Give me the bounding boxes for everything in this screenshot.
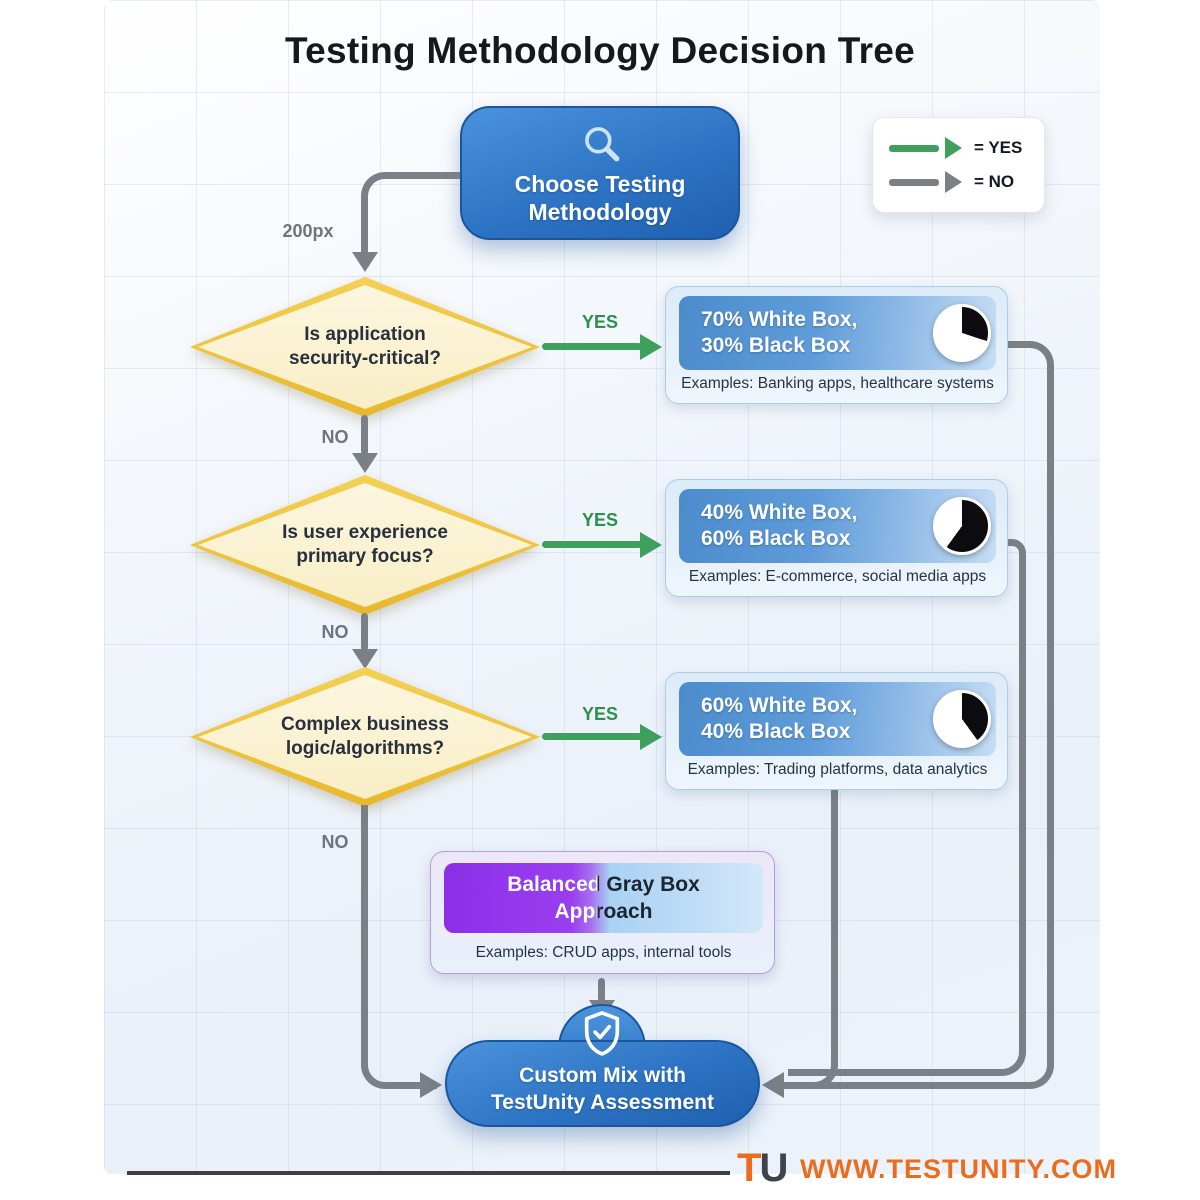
decision-1-question: Is application security-critical? bbox=[288, 324, 442, 369]
website-url: WWW.TESTUNITY.COM bbox=[800, 1154, 1117, 1184]
yes-edge-1 bbox=[542, 343, 642, 350]
outcome-2-examples: Examples: E-commerce, social media apps bbox=[688, 568, 987, 585]
magnifier-icon bbox=[585, 127, 620, 162]
decision-1-diamond: Is application security-critical? bbox=[190, 277, 540, 417]
footer-divider bbox=[127, 1171, 730, 1175]
start-node-label: Choose Testing Methodology bbox=[514, 171, 686, 225]
legend-no-label: = NO bbox=[974, 172, 1015, 191]
yes-arrowhead-icon bbox=[945, 137, 962, 159]
balanced-examples: Examples: CRUD apps, internal tools bbox=[475, 944, 732, 961]
start-node: Choose Testing Methodology bbox=[460, 106, 740, 240]
outcome-card-1: 70% White Box, 30% Black Box Examples: B… bbox=[665, 286, 1008, 404]
decision-3-diamond: Complex business logic/algorithms? bbox=[190, 667, 540, 807]
legend: = YES = NO bbox=[872, 117, 1045, 213]
brand-logo: TU bbox=[737, 1146, 788, 1190]
no-arrowhead-1 bbox=[352, 453, 378, 473]
no-arrowhead-icon bbox=[945, 171, 962, 193]
no-edge-1 bbox=[361, 415, 368, 455]
outcome-3-examples: Examples: Trading platforms, data analyt… bbox=[687, 761, 988, 778]
yes-arrowhead-1 bbox=[640, 334, 662, 360]
decision-2-question: Is user experience primary focus? bbox=[282, 522, 448, 567]
balanced-node: Balanced Gray Box Approach Examples: CRU… bbox=[430, 851, 775, 974]
outcome-1-title: 70% White Box, 30% Black Box bbox=[679, 296, 996, 370]
legend-yes-label: = YES bbox=[974, 138, 1023, 157]
connector-balanced-to-final bbox=[598, 978, 605, 1002]
decision-3-question: Complex business logic/algorithms? bbox=[281, 714, 449, 759]
yes-arrowhead-3 bbox=[640, 724, 662, 750]
pie-chart-70-30 bbox=[933, 304, 991, 362]
pie-chart-40-60 bbox=[933, 497, 991, 555]
no-label-3: NO bbox=[321, 832, 349, 852]
connector-outcome1-to-final bbox=[776, 431, 1054, 1089]
connector-outcome1-corner bbox=[1006, 341, 1054, 431]
page-title: Testing Methodology Decision Tree bbox=[284, 30, 916, 71]
pie-chart-60-40 bbox=[933, 690, 991, 748]
connector-outcome2-corner bbox=[1005, 539, 1026, 629]
connector-no3-to-final bbox=[361, 805, 437, 1089]
no-label-2: NO bbox=[321, 622, 349, 642]
yes-label-3: YES bbox=[581, 704, 619, 724]
connector-start-to-d1 bbox=[361, 172, 460, 254]
connector-outcome2-to-final bbox=[788, 629, 1026, 1076]
arrowhead-into-final-left bbox=[420, 1072, 442, 1098]
final-node-label: Custom Mix with TestUnity Assessment bbox=[491, 1064, 714, 1114]
yes-edge-2 bbox=[542, 541, 642, 548]
outcome-card-3: 60% White Box, 40% Black Box Examples: T… bbox=[665, 672, 1008, 790]
no-arrowhead-2 bbox=[352, 649, 378, 669]
yes-label-2: YES bbox=[581, 510, 619, 530]
balanced-title: Balanced Gray Box Approach bbox=[444, 863, 763, 933]
arrowhead-into-final-right bbox=[762, 1072, 784, 1098]
outcome-1-examples: Examples: Banking apps, healthcare syste… bbox=[681, 375, 994, 392]
no-label-1: NO bbox=[321, 427, 349, 447]
yes-edge-3 bbox=[542, 733, 642, 740]
outcome-card-2: 40% White Box, 60% Black Box Examples: E… bbox=[665, 479, 1008, 597]
yes-arrow-icon bbox=[889, 144, 939, 152]
yes-label-1: YES bbox=[581, 312, 619, 332]
yes-arrowhead-2 bbox=[640, 532, 662, 558]
decision-2-diamond: Is user experience primary focus? bbox=[190, 475, 540, 615]
connector-outcome3-to-final bbox=[776, 790, 838, 1089]
arrowhead-start-to-d1 bbox=[352, 252, 378, 272]
no-edge-2 bbox=[361, 613, 368, 651]
legend-yes-row: = YES bbox=[889, 137, 1044, 159]
shield-check-icon bbox=[584, 1011, 620, 1056]
spacing-annotation: 200px bbox=[282, 221, 334, 241]
no-arrow-icon bbox=[889, 178, 939, 186]
legend-no-row: = NO bbox=[889, 171, 1044, 193]
